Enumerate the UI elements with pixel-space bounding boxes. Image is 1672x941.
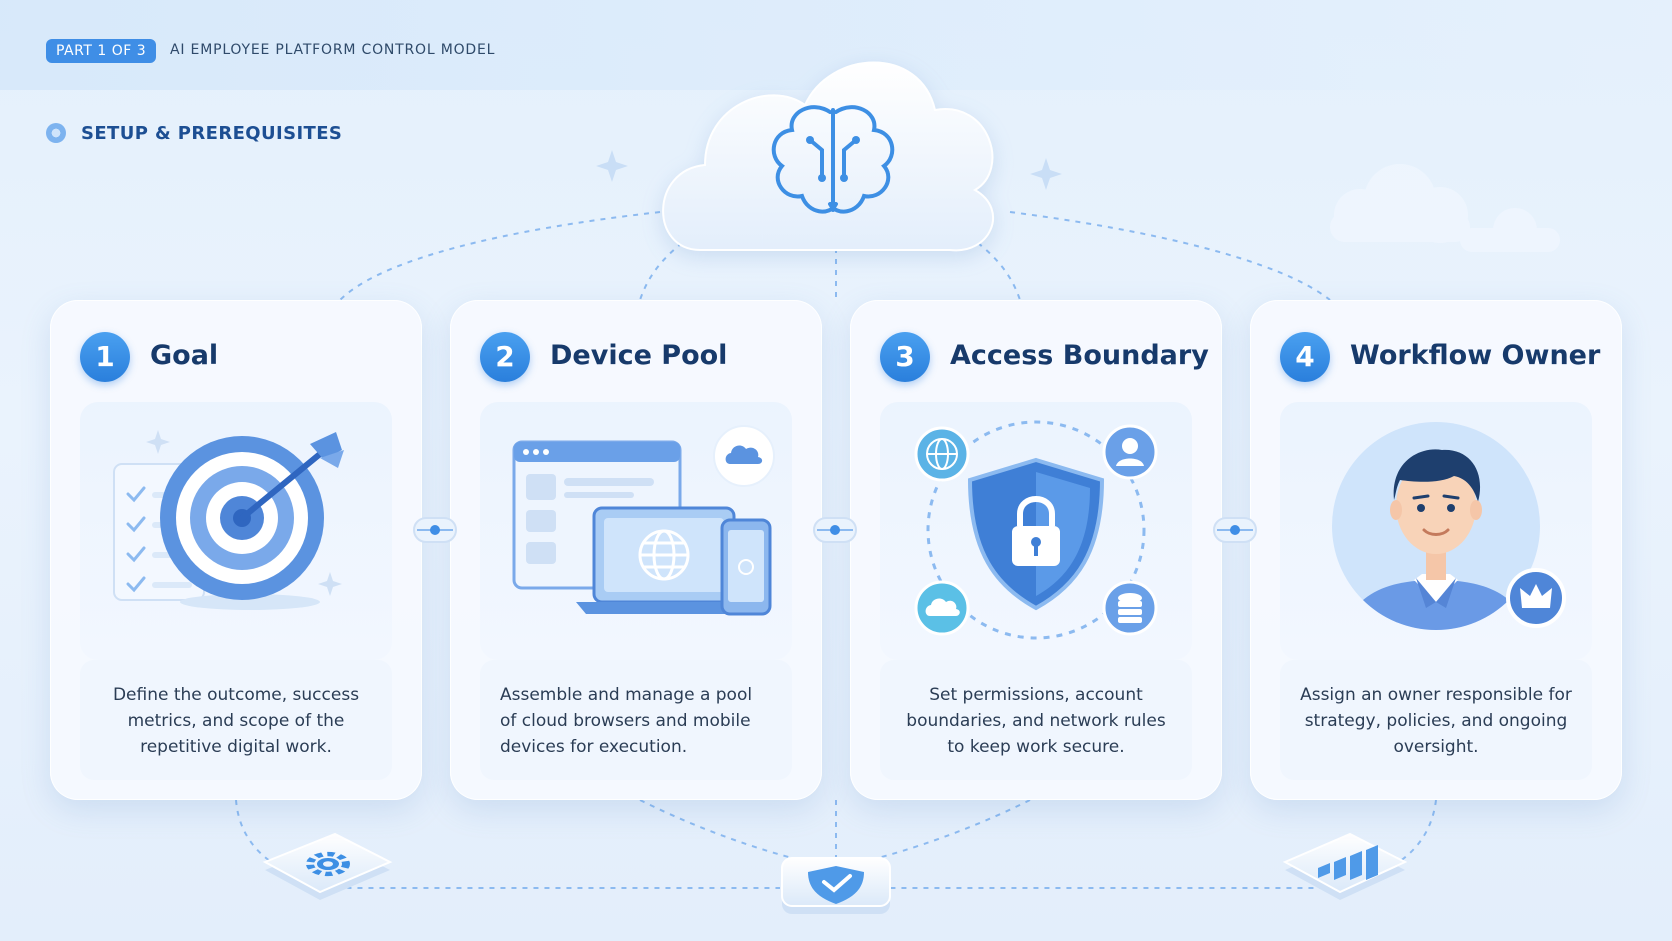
user-icon	[1102, 424, 1158, 480]
step-card-access-boundary: 3 Access Boundary	[850, 300, 1222, 800]
step-card-goal: 1 Goal Define the outcome, success metri…	[50, 300, 422, 800]
target-icon	[113, 430, 344, 610]
connector-node-icon	[813, 517, 857, 543]
step-title: Goal	[150, 340, 219, 371]
connector-node-icon	[413, 517, 457, 543]
step-number: 1	[80, 332, 130, 382]
step-card-workflow-owner: 4 Workflow Owner Assign an owner resp	[1250, 300, 1622, 800]
database-icon	[1102, 580, 1158, 636]
shield-lock-icon	[914, 420, 1158, 640]
part-badge: PART 1 OF 3	[46, 39, 157, 63]
step-number: 4	[1280, 332, 1330, 382]
owner-avatar-icon	[1332, 422, 1566, 630]
illustration-panel	[480, 402, 792, 660]
section-label: SETUP & PREREQUISITES	[81, 123, 343, 144]
page-title: AI EMPLOYEE PLATFORM CONTROL MODEL	[170, 42, 496, 58]
devices-icon	[512, 425, 775, 616]
cloud-icon	[914, 580, 970, 636]
description-panel: Define the outcome, success metrics, and…	[80, 660, 392, 780]
step-description: Define the outcome, success metrics, and…	[112, 685, 360, 757]
step-description: Assign an owner responsible for strategy…	[1300, 685, 1572, 757]
bg-cloud-icon	[1330, 164, 1560, 252]
brain-cloud-icon	[662, 61, 994, 252]
step-card-device-pool: 2 Device Pool Assemble an	[450, 300, 822, 800]
illustration-panel	[80, 402, 392, 660]
section-dot-icon	[46, 123, 66, 143]
bar-chart-tile-icon	[1282, 832, 1408, 900]
step-description: Set permissions, account boundaries, and…	[906, 685, 1166, 757]
illustration-panel	[1280, 402, 1592, 660]
description-panel: Assemble and manage a pool of cloud brow…	[480, 660, 792, 780]
step-title: Access Boundary	[950, 340, 1209, 371]
connector-node-icon	[1213, 517, 1257, 543]
step-title: Device Pool	[550, 340, 728, 371]
description-panel: Assign an owner responsible for strategy…	[1280, 660, 1592, 780]
gear-tile-icon	[262, 832, 393, 900]
description-panel: Set permissions, account boundaries, and…	[880, 660, 1192, 780]
step-number: 2	[480, 332, 530, 382]
step-number: 3	[880, 332, 930, 382]
shield-check-tile-icon	[781, 857, 891, 914]
illustration-panel	[880, 402, 1192, 660]
globe-icon	[914, 426, 970, 482]
step-description: Assemble and manage a pool of cloud brow…	[500, 685, 753, 757]
crown-icon	[1506, 568, 1566, 628]
sparkle-icon	[596, 150, 1062, 190]
step-title: Workflow Owner	[1350, 340, 1601, 371]
